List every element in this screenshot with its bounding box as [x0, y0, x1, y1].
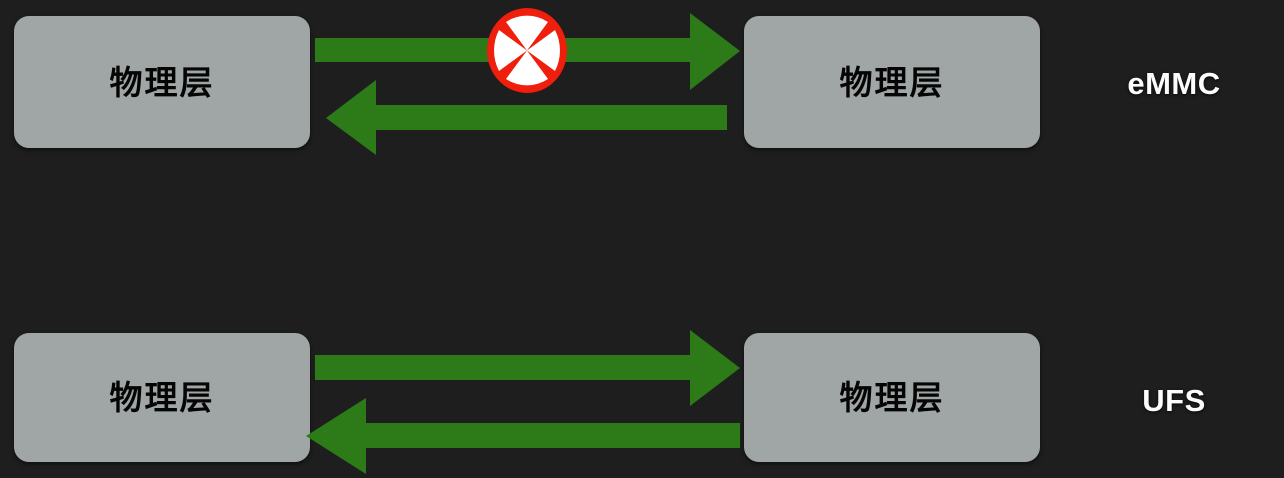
emmc-left-box-label: 物理层 — [109, 62, 215, 102]
emmc-blocked-marker — [487, 8, 567, 93]
ufs-left-box-label: 物理层 — [109, 378, 215, 417]
emmc-right-box-label: 物理层 — [839, 62, 945, 102]
ufs-reverse-arrow — [306, 398, 740, 474]
ufs-right-physical-layer-box: 物理层 — [744, 333, 1040, 462]
no-entry-x-icon — [487, 8, 567, 93]
emmc-right-physical-layer-box: 物理层 — [744, 16, 1040, 148]
emmc-left-physical-layer-box: 物理层 — [14, 16, 310, 148]
ufs-left-physical-layer-box: 物理层 — [14, 333, 310, 462]
emmc-group-caption: eMMC — [1127, 66, 1221, 101]
ufs-group-caption: UFS — [1142, 383, 1206, 418]
ufs-right-box-label: 物理层 — [839, 378, 945, 417]
ufs-forward-arrow — [315, 330, 740, 406]
